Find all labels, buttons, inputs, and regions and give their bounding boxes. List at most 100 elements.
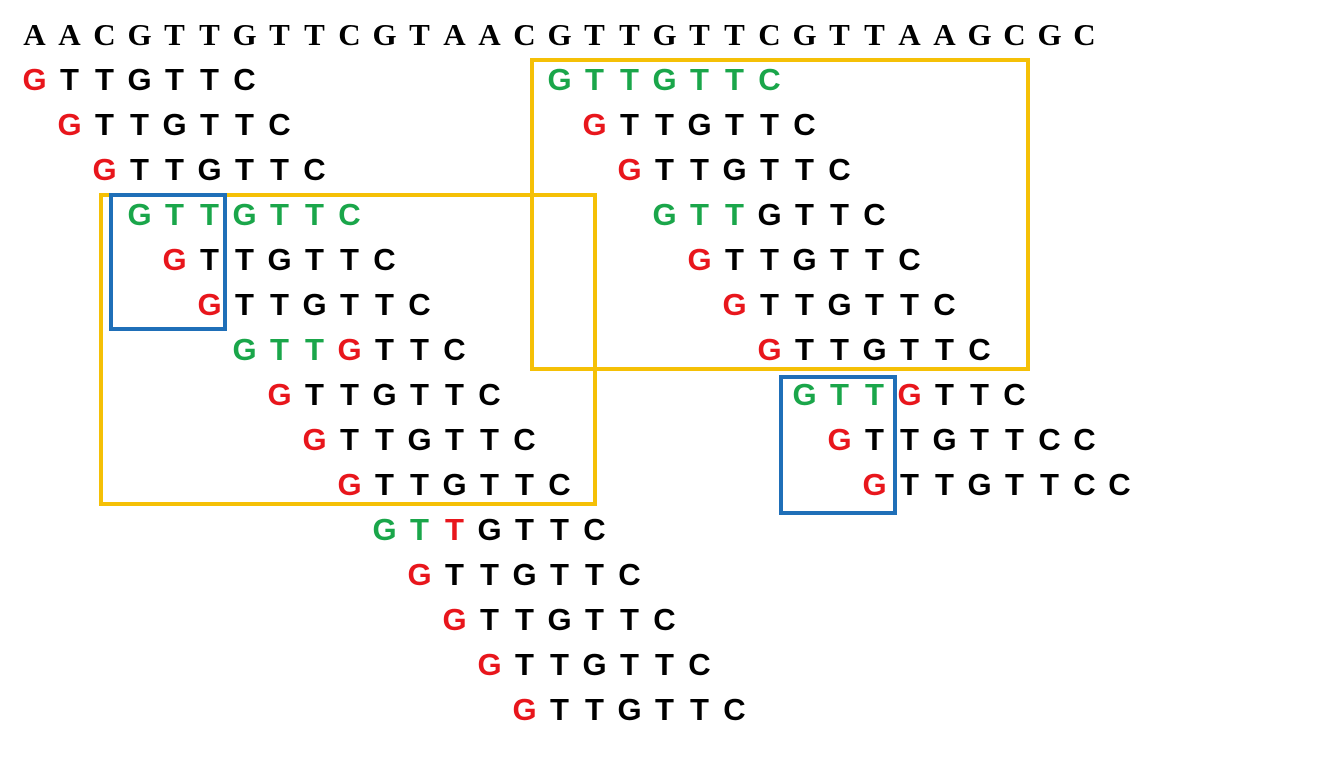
- read-base: G: [652, 62, 677, 97]
- read-base: T: [795, 332, 814, 367]
- read-base: C: [898, 242, 921, 277]
- read-base: T: [725, 197, 744, 232]
- read-base: T: [165, 197, 184, 232]
- read-base: T: [865, 242, 884, 277]
- left-yellow-window: [99, 193, 597, 506]
- read-base: C: [1108, 467, 1131, 502]
- read-base: G: [92, 152, 117, 187]
- read-base: C: [338, 197, 361, 232]
- read-base: T: [900, 467, 919, 502]
- read-base: T: [200, 62, 219, 97]
- read-base: G: [687, 242, 712, 277]
- read-base: T: [235, 152, 254, 187]
- read-base: T: [235, 287, 254, 322]
- read-base: T: [795, 287, 814, 322]
- read-base: G: [757, 332, 782, 367]
- read-base: T: [270, 197, 289, 232]
- read-base: T: [130, 152, 149, 187]
- sequence-base: T: [829, 17, 850, 52]
- read-base: T: [410, 467, 429, 502]
- read-base: T: [305, 242, 324, 277]
- read-base: T: [935, 332, 954, 367]
- read-base: C: [723, 692, 746, 727]
- read-base: C: [1073, 467, 1096, 502]
- read-base: C: [1073, 422, 1096, 457]
- read-base: C: [443, 332, 466, 367]
- read-base: T: [690, 692, 709, 727]
- read-base: T: [585, 62, 604, 97]
- read-base: G: [792, 377, 817, 412]
- read-base: T: [480, 467, 499, 502]
- read-base: G: [932, 422, 957, 457]
- read-base: T: [95, 62, 114, 97]
- read-base: G: [582, 107, 607, 142]
- read-base: T: [235, 107, 254, 142]
- read-base: T: [585, 557, 604, 592]
- sequence-base: G: [967, 17, 992, 52]
- read-base: T: [200, 107, 219, 142]
- read-base: G: [512, 692, 537, 727]
- read-base: T: [795, 197, 814, 232]
- read-base: T: [445, 377, 464, 412]
- sequence-base: C: [758, 17, 781, 52]
- read-base: G: [337, 467, 362, 502]
- read-base: G: [232, 332, 257, 367]
- read-base: T: [655, 647, 674, 682]
- read-base: G: [302, 422, 327, 457]
- sequence-base: G: [652, 17, 677, 52]
- read-base: T: [515, 647, 534, 682]
- read-base: T: [655, 692, 674, 727]
- read-base: C: [233, 62, 256, 97]
- read-base: T: [725, 107, 744, 142]
- read-base: T: [305, 197, 324, 232]
- read-base: C: [408, 287, 431, 322]
- sequence-base: C: [1003, 17, 1026, 52]
- read-base: T: [270, 287, 289, 322]
- read-base: G: [162, 107, 187, 142]
- sequence-base: T: [689, 17, 710, 52]
- read-base: T: [550, 557, 569, 592]
- read-base: G: [127, 197, 152, 232]
- read-base: T: [340, 377, 359, 412]
- read-base: G: [372, 512, 397, 547]
- read-base: T: [935, 377, 954, 412]
- read-base: G: [652, 197, 677, 232]
- read-base: G: [302, 287, 327, 322]
- read-base: T: [690, 62, 709, 97]
- read-base: G: [197, 152, 222, 187]
- read-base: G: [337, 332, 362, 367]
- read-base: C: [618, 557, 641, 592]
- read-base: T: [865, 377, 884, 412]
- read-base: C: [933, 287, 956, 322]
- read-base: T: [760, 287, 779, 322]
- read-base: T: [165, 152, 184, 187]
- read-base: G: [407, 557, 432, 592]
- read-base: G: [722, 287, 747, 322]
- read-base: T: [760, 242, 779, 277]
- read-base: C: [758, 62, 781, 97]
- read-base: G: [512, 557, 537, 592]
- sequence-base: G: [792, 17, 817, 52]
- read-base: C: [793, 107, 816, 142]
- read-base: G: [687, 107, 712, 142]
- read-base: C: [303, 152, 326, 187]
- read-base: T: [1005, 422, 1024, 457]
- read-base: T: [620, 107, 639, 142]
- sequence-base: T: [269, 17, 290, 52]
- read-base: G: [127, 62, 152, 97]
- read-base: G: [547, 62, 572, 97]
- read-base: C: [513, 422, 536, 457]
- read-base: T: [900, 422, 919, 457]
- read-base: G: [617, 692, 642, 727]
